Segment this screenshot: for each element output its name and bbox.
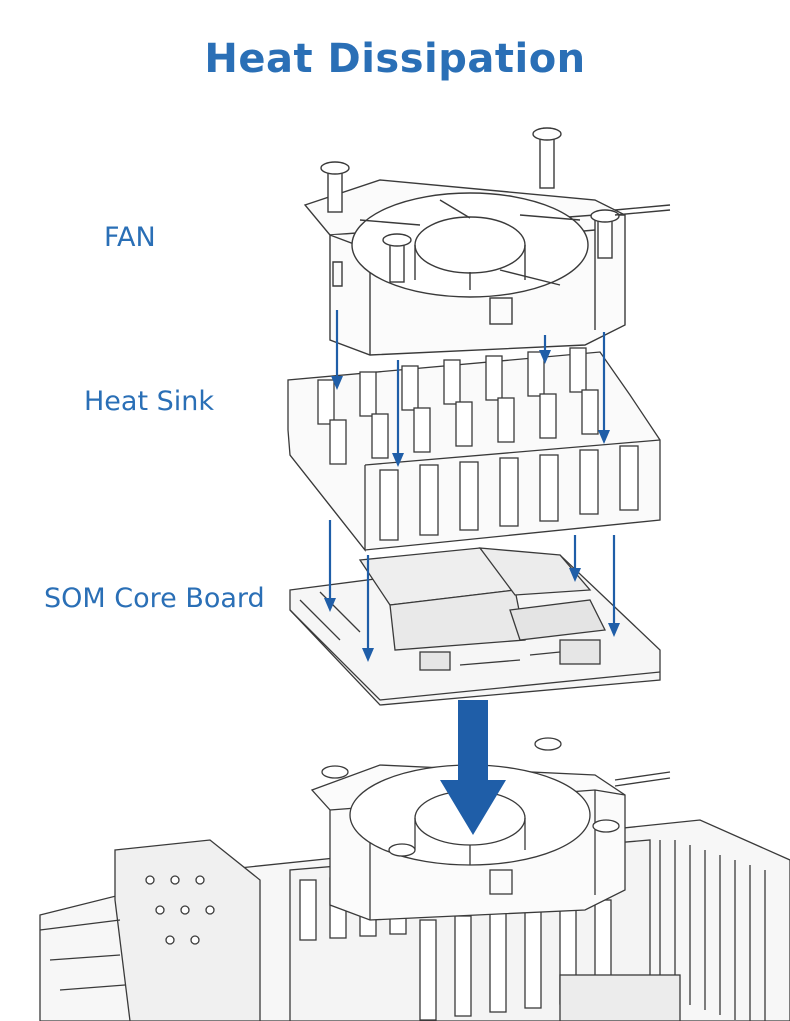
heat-sink-icon <box>287 347 661 552</box>
carrier-board-icon <box>39 737 790 1021</box>
fan-label: FAN <box>104 222 156 253</box>
assembly-arrows <box>328 310 616 650</box>
heat-sink-label: Heat Sink <box>84 386 215 417</box>
arrow-heads <box>324 350 620 662</box>
down-arrow-icon <box>440 700 506 835</box>
som-core-board-label: SOM Core Board <box>44 583 265 614</box>
page-title: Heat Dissipation <box>204 36 586 82</box>
fan-icon <box>303 127 671 356</box>
som-board-icon <box>289 547 661 706</box>
